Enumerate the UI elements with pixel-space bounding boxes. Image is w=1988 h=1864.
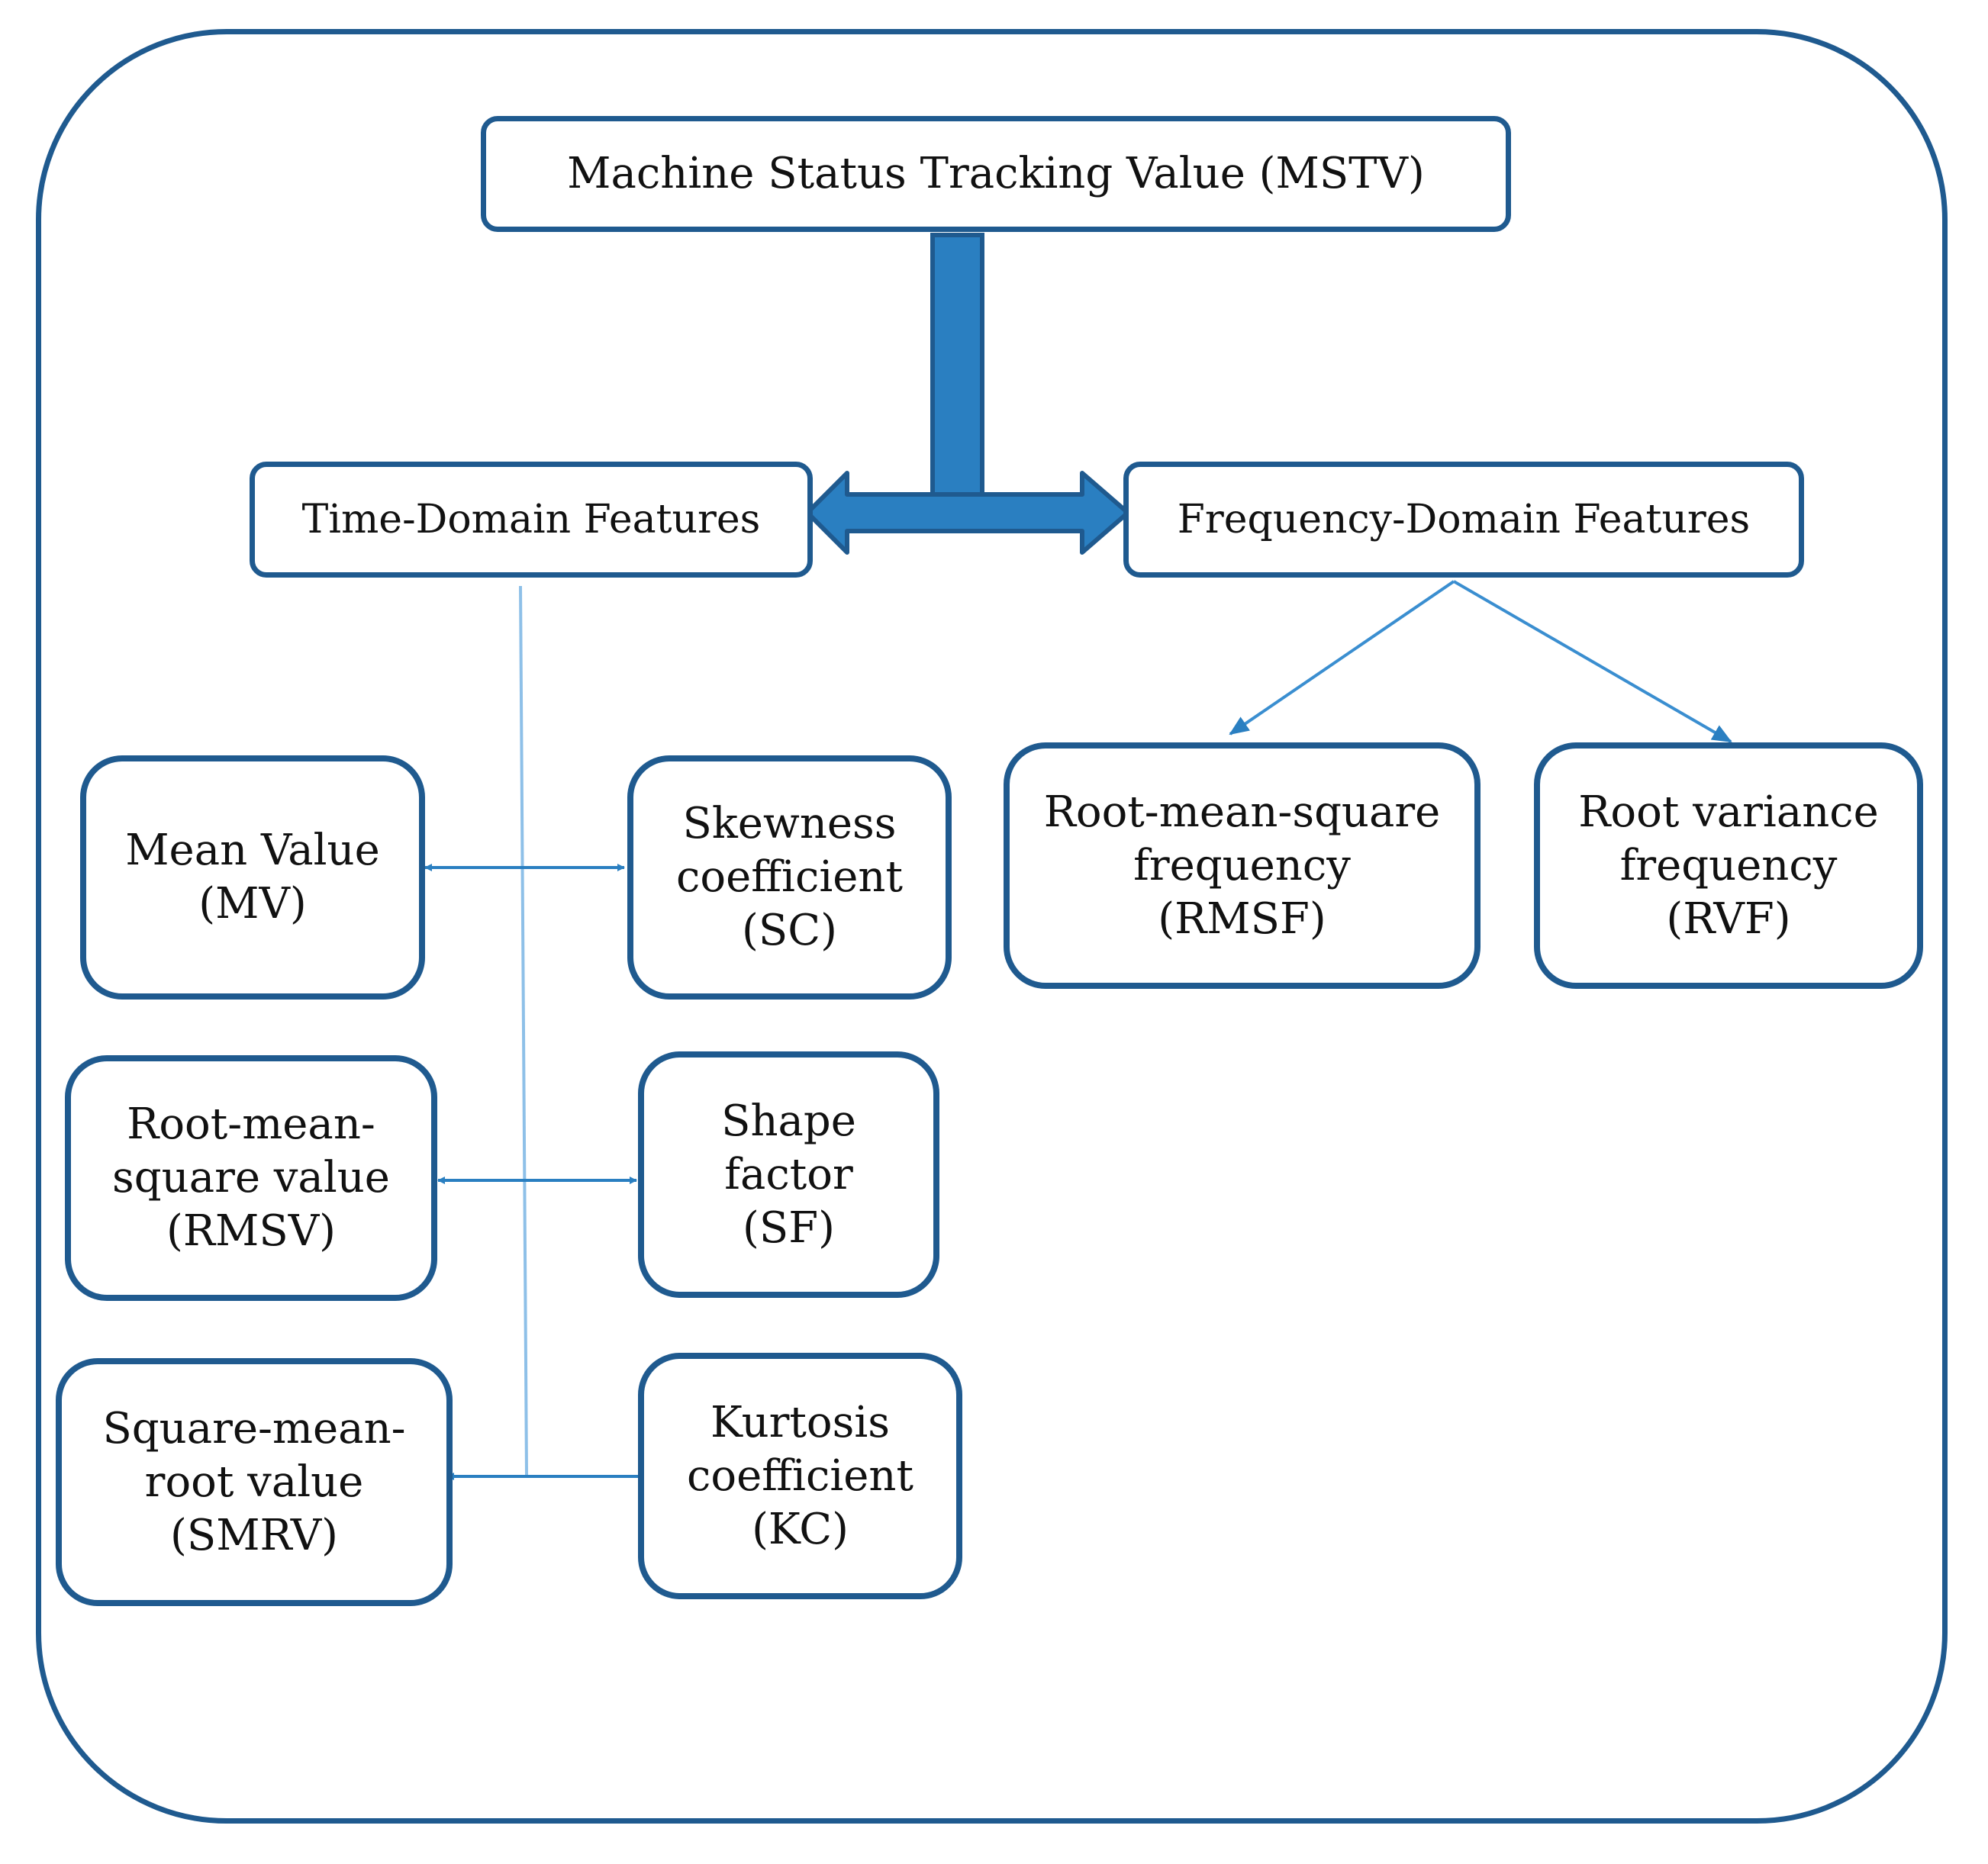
feature-mean-value: Mean Value (MV) <box>80 755 425 1000</box>
feature-square-mean-root-value: Square-mean- root value (SMRV) <box>56 1358 453 1606</box>
feature-shape-factor: Shape factor (SF) <box>638 1051 939 1298</box>
feature-root-mean-square-value: Root-mean- square value (RMSV) <box>65 1055 437 1301</box>
freq-to-rvf-arrow <box>1452 580 1732 743</box>
root-stem <box>930 233 984 497</box>
time-domain-trunk-line <box>519 585 528 1476</box>
frequency-domain-header: Frequency-Domain Features <box>1123 462 1804 578</box>
diagram-frame <box>36 29 1948 1824</box>
feature-kurtosis-coefficient: Kurtosis coefficient (KC) <box>638 1353 962 1599</box>
root-node-mstv: Machine Status Tracking Value (MSTV) <box>481 116 1511 232</box>
feature-root-variance-frequency: Root variance frequency (RVF) <box>1534 742 1923 989</box>
feature-root-mean-square-frequency: Root-mean-square frequency (RMSF) <box>1004 742 1481 989</box>
freq-to-rmsf-arrow <box>1229 580 1455 736</box>
feature-skewness-coefficient: Skewness coefficient (SC) <box>627 755 952 1000</box>
time-domain-header: Time-Domain Features <box>250 462 813 578</box>
